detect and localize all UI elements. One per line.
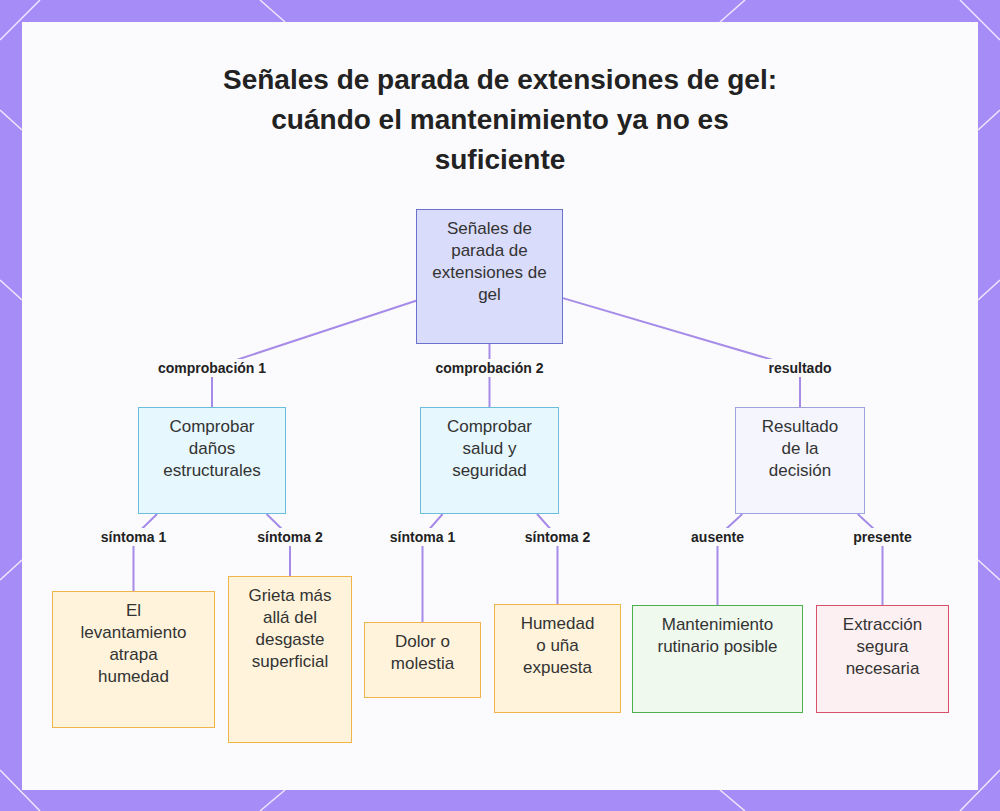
node-text: Comprobar salud y seguridad [441, 416, 538, 482]
symptom-box: Humedad o uña expuesta [494, 604, 621, 713]
node-text: Mantenimiento rutinario posible [657, 614, 778, 658]
connector-line [134, 514, 158, 591]
node-text: Extracción segura necesaria [833, 614, 932, 680]
node-text: Señales de parada de extensiones de gel [427, 218, 552, 306]
symptom-box: Grieta más allá del desgaste superficial [228, 576, 352, 743]
edge-label: presente [849, 528, 915, 546]
node-text: Comprobar daños estructurales [159, 416, 265, 482]
edge-label: resultado [764, 359, 835, 377]
node-text: Grieta más allá del desgaste superficial [247, 585, 333, 673]
edge-label: síntoma 1 [97, 528, 170, 546]
node-text: Humedad o uña expuesta [517, 613, 598, 679]
check-box: Comprobar salud y seguridad [420, 407, 559, 514]
edge-label: ausente [687, 528, 748, 546]
outcome-box: Mantenimiento rutinario posible [632, 605, 803, 713]
edge-label: síntoma 2 [253, 528, 326, 546]
node-text: Dolor o molestia [375, 631, 470, 675]
node-text: El levantamiento atrapa humedad [77, 600, 190, 688]
symptom-box: Dolor o molestia [364, 622, 481, 698]
node-text: Resultado de la decisión [756, 416, 844, 482]
root-box: Señales de parada de extensiones de gel [416, 209, 563, 344]
decision-box: Resultado de la decisión [735, 407, 865, 514]
edge-label: comprobación 2 [431, 359, 547, 377]
connector-line [563, 298, 800, 407]
edge-label: síntoma 2 [521, 528, 594, 546]
edge-label: síntoma 1 [386, 528, 459, 546]
symptom-box: El levantamiento atrapa humedad [52, 591, 215, 728]
connector-line [212, 301, 416, 407]
outcome-box: Extracción segura necesaria [816, 605, 949, 713]
edge-label: comprobación 1 [154, 359, 270, 377]
check-box: Comprobar daños estructurales [138, 407, 286, 514]
diagram-title: Señales de parada de extensiones de gel:… [210, 60, 790, 180]
